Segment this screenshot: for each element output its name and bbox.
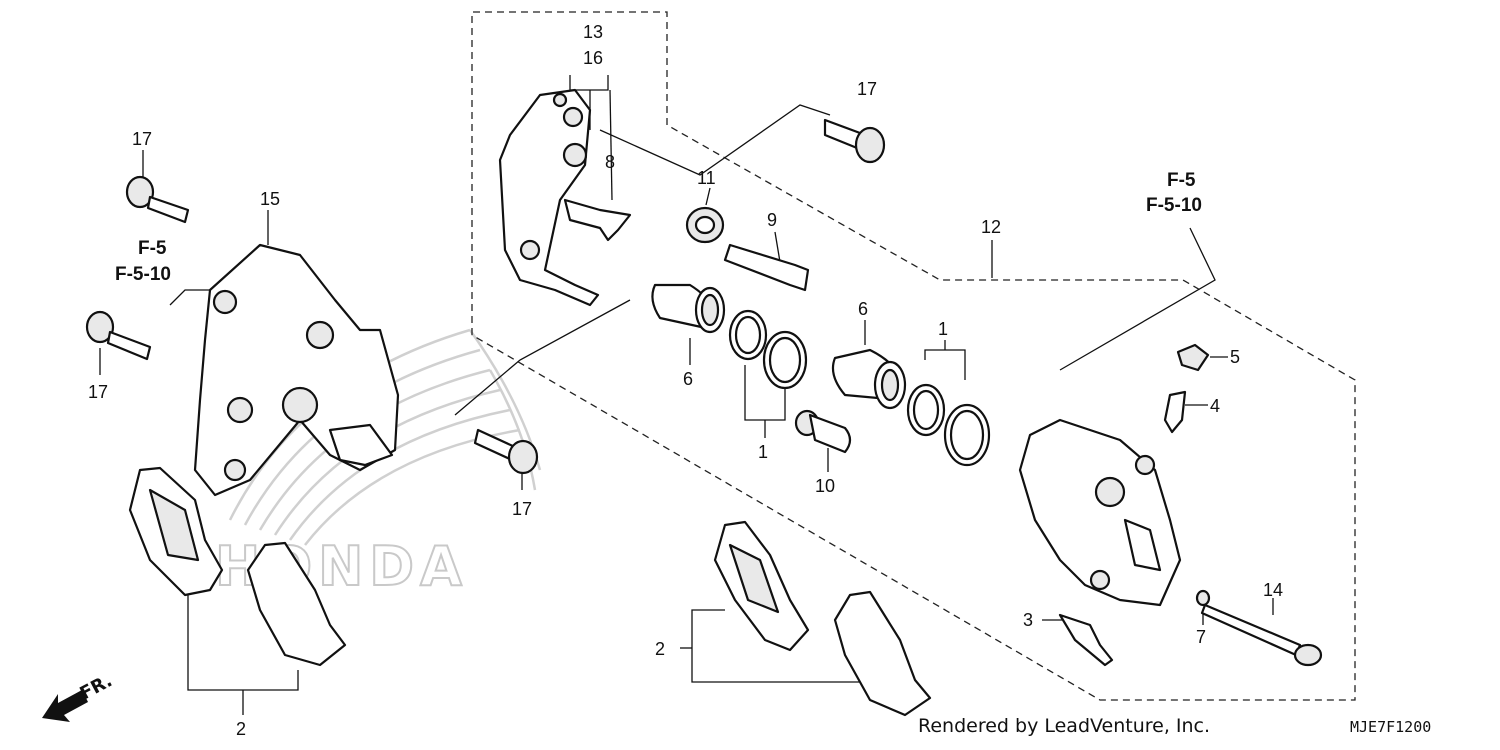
bolt-left-top-part[interactable] [125,175,190,224]
callout-2-left: 2 [236,719,246,739]
callout-9: 9 [767,210,777,230]
callout-13: 13 [583,22,603,42]
piston-seal-a-part[interactable] [728,309,808,390]
slide-pin-part[interactable] [723,243,810,292]
pad-right-a-part[interactable] [713,520,810,652]
pad-pin-part[interactable] [1200,603,1323,667]
pad-left-b-part[interactable] [246,541,347,667]
piston-large-part[interactable] [651,283,726,334]
callout-11: 11 [697,168,716,188]
honda-watermark: HONDA [214,328,542,599]
caliper-body-left-part[interactable] [193,243,400,497]
callout-6-right: 6 [858,299,868,319]
callout-14: 14 [1263,580,1283,600]
assembly-outline [471,11,1356,701]
bolt-left-bottom-part[interactable] [85,310,152,361]
bleed-cap-part[interactable] [1176,343,1210,372]
ref-left-bottom: F-5-10 [115,264,171,285]
front-arrow-icon [42,690,88,722]
ref-left-top: F-5 [138,238,167,259]
callout-7: 7 [1196,627,1206,647]
reference-labels: F-5 F-5-10 F-5 F-5-10 [115,170,1202,285]
callout-12: 12 [981,217,1001,237]
callout-10: 10 [815,476,835,496]
bracket-part[interactable] [498,88,600,307]
pad-left-a-part[interactable] [128,466,224,597]
rendered-by-label: Rendered by LeadVenture, Inc. [918,715,1210,737]
pad-right-b-part[interactable] [833,590,932,717]
bleeder-pin-part[interactable] [794,409,852,454]
pad-spring-part[interactable] [563,198,632,242]
piston-seal-b-part[interactable] [906,383,991,467]
callout-16: 16 [583,48,603,68]
caliper-body-right-part[interactable] [1018,418,1182,607]
ref-right-bottom: F-5-10 [1146,195,1202,216]
plug-part[interactable] [1195,589,1211,607]
leader-lines [99,75,1274,715]
bolt-center-part[interactable] [473,428,539,475]
boot-part[interactable] [685,206,725,244]
callout-5: 5 [1230,347,1240,367]
callout-17-left-bottom: 17 [88,382,108,402]
callout-2-right: 2 [655,639,665,659]
callout-17-left-top: 17 [132,129,152,149]
callout-17-top: 17 [857,79,877,99]
callout-1-left: 1 [758,442,768,462]
callout-15: 15 [260,189,280,209]
direction-indicator: FR. [42,670,116,722]
callout-3: 3 [1023,610,1033,630]
piston-small-part[interactable] [831,348,907,410]
pad-retainer-part[interactable] [1058,613,1114,667]
diagram-code: MJE7F1200 [1350,718,1431,736]
callouts: 13 16 8 11 9 17 12 15 17 17 17 6 6 1 1 1… [88,22,1283,739]
callout-8: 8 [605,152,615,172]
callout-6-left: 6 [683,369,693,389]
bleed-valve-part[interactable] [1163,390,1187,434]
ref-right-top: F-5 [1167,170,1196,191]
callout-4: 4 [1210,396,1220,416]
callout-17-center: 17 [512,499,532,519]
callout-1-right: 1 [938,319,948,339]
bolt-top-part[interactable] [823,118,886,164]
